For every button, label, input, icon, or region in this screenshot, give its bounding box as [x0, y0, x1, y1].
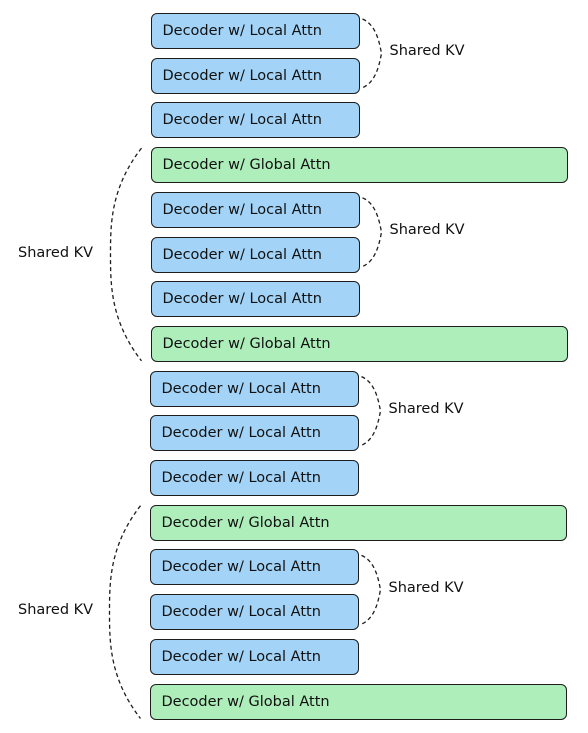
local-shared-kv-brace — [362, 18, 383, 89]
decoder-global-attn-block: Decoder w/ Global Attn — [149, 504, 567, 541]
local-shared-kv-brace — [361, 554, 382, 625]
decoder-local-attn-block: Decoder w/ Local Attn — [150, 281, 360, 318]
decoder-local-attn-block: Decoder w/ Local Attn — [150, 191, 360, 228]
decoder-local-attn-block: Decoder w/ Local Attn — [149, 549, 359, 586]
decoder-local-attn-block: Decoder w/ Local Attn — [150, 102, 360, 139]
decoder-global-attn-block: Decoder w/ Global Attn — [150, 147, 568, 184]
local-shared-kv-brace — [362, 197, 383, 268]
global-shared-kv-label: Shared KV — [18, 244, 94, 261]
decoder-global-attn-block: Decoder w/ Global Attn — [149, 683, 567, 720]
decoder-local-attn-block: Decoder w/ Local Attn — [149, 638, 359, 675]
decoder-local-attn-block: Decoder w/ Local Attn — [150, 13, 360, 49]
local-shared-kv-label: Shared KV — [389, 43, 465, 60]
decoder-global-attn-block: Decoder w/ Global Attn — [150, 325, 568, 362]
local-shared-kv-brace — [361, 376, 382, 446]
decoder-local-attn-block: Decoder w/ Local Attn — [149, 460, 359, 496]
global-shared-kv-arc — [108, 505, 142, 719]
local-shared-kv-label: Shared KV — [388, 400, 464, 417]
decoder-local-attn-block: Decoder w/ Local Attn — [149, 370, 359, 407]
decoder-local-attn-block: Decoder w/ Local Attn — [149, 594, 359, 631]
decoder-local-attn-block: Decoder w/ Local Attn — [150, 57, 360, 94]
local-shared-kv-label: Shared KV — [388, 579, 464, 596]
decoder-local-attn-block: Decoder w/ Local Attn — [149, 415, 359, 452]
global-shared-kv-label: Shared KV — [18, 602, 94, 619]
global-shared-kv-arc — [109, 147, 143, 362]
decoder-local-attn-block: Decoder w/ Local Attn — [150, 236, 360, 273]
local-shared-kv-label: Shared KV — [389, 222, 465, 239]
